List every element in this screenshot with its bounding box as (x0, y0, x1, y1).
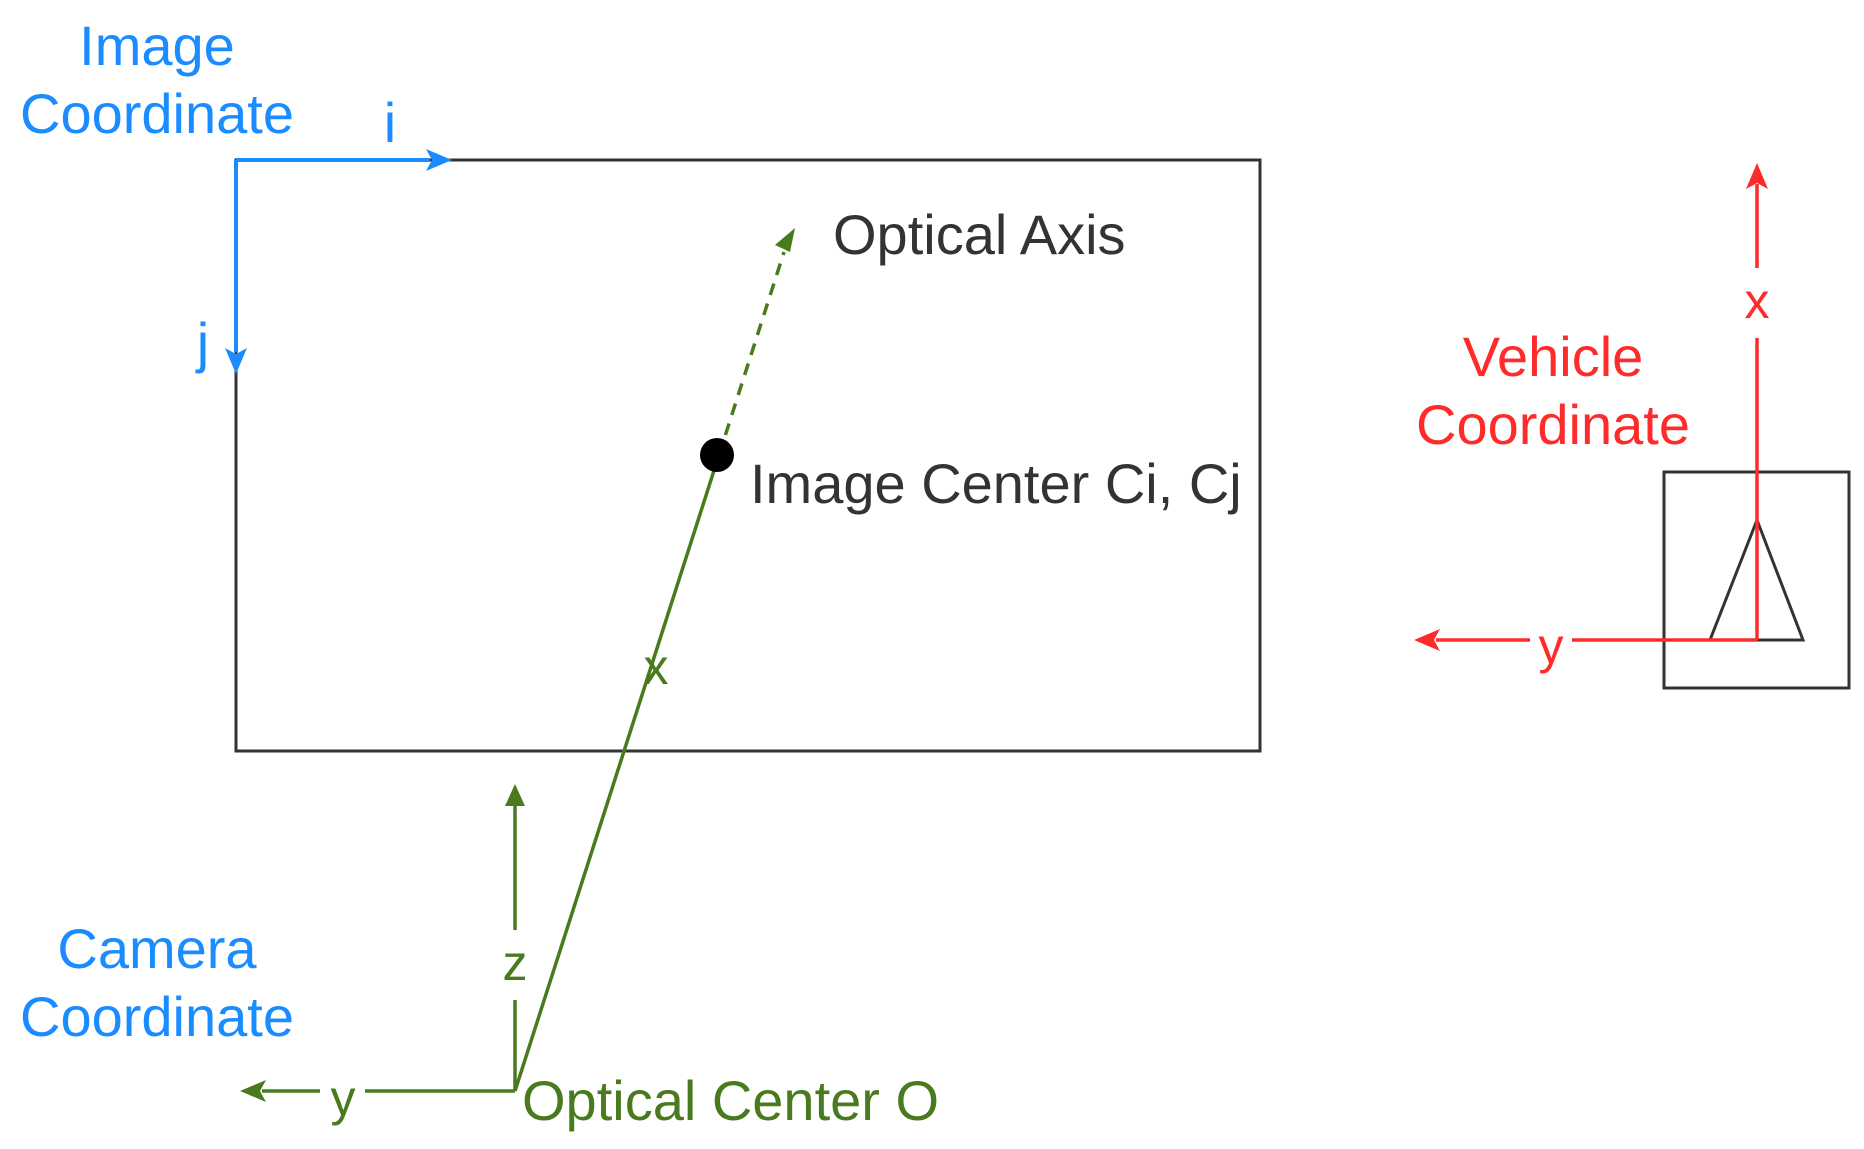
camera-coordinate-title-line1: Camera (57, 917, 257, 980)
camera-y-axis-label: y (331, 1070, 356, 1126)
image-coordinate-title-line2: Coordinate (20, 82, 294, 145)
optical-axis-label: Optical Axis (833, 203, 1126, 266)
image-coordinate-title-line1: Image (79, 14, 235, 77)
camera-coordinate-title-line2: Coordinate (20, 985, 294, 1048)
vehicle-x-arrowhead (1746, 163, 1768, 189)
vehicle-x-axis-label: x (1745, 273, 1770, 329)
vehicle-y-arrowhead (1414, 629, 1440, 651)
image-i-axis-label: i (384, 91, 396, 154)
image-j-arrowhead (225, 348, 247, 374)
image-center-label: Image Center Ci, Cj (750, 452, 1242, 515)
optical-axis-arrowhead (775, 228, 795, 252)
optical-axis-dashed (717, 251, 786, 456)
camera-y-arrowhead (240, 1080, 266, 1102)
optical-center-label: Optical Center O (522, 1069, 939, 1132)
vehicle-y-axis-label: y (1539, 618, 1564, 674)
optical-axis-solid (513, 454, 721, 1092)
image-i-arrowhead (426, 149, 452, 171)
image-j-axis-label: j (195, 311, 209, 374)
optical-axis-group: Optical Axis Image Center Ci, Cj x (513, 203, 1242, 1092)
image-coordinate-system: Image Coordinate i j (20, 14, 452, 374)
vehicle-coordinate-system: x y Vehicle Coordinate (1414, 163, 1851, 690)
camera-coordinate-system: z y Optical Center O Camera Coordinate (20, 784, 939, 1132)
vehicle-coordinate-title-line1: Vehicle (1463, 325, 1644, 388)
vehicle-coordinate-title-line2: Coordinate (1416, 393, 1690, 456)
optical-x-label: x (644, 639, 669, 695)
image-center-dot (700, 438, 734, 472)
image-frame (234, 158, 1262, 753)
camera-z-arrowhead (505, 784, 525, 806)
camera-z-axis-label: z (503, 935, 528, 991)
